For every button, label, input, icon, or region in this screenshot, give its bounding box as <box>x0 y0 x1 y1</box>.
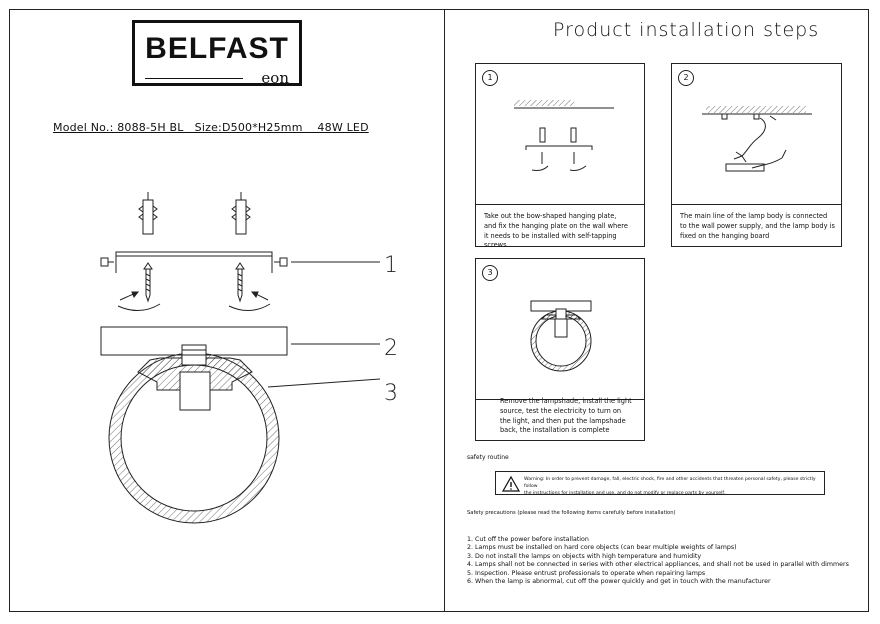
step-3-caption-line: back, the installation is complete <box>500 426 610 435</box>
list-item: 3. Do not install the lamps on objects w… <box>467 552 702 560</box>
list-item: 4. Lamps shall not be connected in serie… <box>467 561 849 569</box>
callout-2: 2 <box>384 336 398 361</box>
warning-icon <box>501 475 521 492</box>
step-2-caption-line: fixed on the hanging board <box>680 231 770 240</box>
step-1-number: 1 <box>482 70 498 86</box>
screw-left <box>143 262 153 303</box>
model-line: Model No.: 8088-5H BL Size:D500*H25mm 48… <box>53 121 369 134</box>
brand-name: BELFAST <box>145 32 289 65</box>
step-2-caption-line: to the wall power supply, and the lamp b… <box>680 221 835 230</box>
step-1-caption-rule <box>476 204 644 205</box>
step-1-illustration <box>514 100 614 171</box>
step-2-caption-rule <box>672 204 841 205</box>
step-3-illustration <box>530 300 592 372</box>
callout-3-leader <box>267 378 381 388</box>
ring-lamp <box>108 344 280 524</box>
step-1-caption-line: it needs to be installed with self-tappi… <box>484 231 617 250</box>
step-2-number: 2 <box>678 70 694 86</box>
logo-rule <box>145 78 243 79</box>
wall-anchor-right <box>231 192 251 235</box>
warning-line: the instructions for installation and us… <box>524 491 726 496</box>
list-item: 1. Cut off the power before installation <box>467 536 589 543</box>
warning-line: Warning: In order to prevent damage, fal… <box>524 477 816 489</box>
list-item: 2. Lamps must be installed on hard core … <box>467 544 737 552</box>
safety-routine-label: safety routine <box>467 454 509 461</box>
step-3-caption-line: Remove the lampshade, install the light <box>500 397 632 405</box>
step-3-caption-rule <box>476 399 644 400</box>
step-1-caption-line: Take out the bow-shaped hanging plate, <box>484 212 617 220</box>
warning-text: Warning: In order to prevent damage, fal… <box>524 476 820 497</box>
exploded-view-diagram: 1 2 3 <box>100 192 398 524</box>
wall-anchor-left <box>138 192 158 235</box>
rotate-arrow-right <box>228 291 271 311</box>
page-title: Product installation steps <box>553 19 820 41</box>
warning-box: Warning: In order to prevent damage, fal… <box>495 471 825 497</box>
page-frame <box>9 9 869 612</box>
step-2-caption: The main line of the lamp body is connec… <box>680 212 835 241</box>
page-divider <box>444 9 445 612</box>
list-item: 5. Inspection. Please entrust profession… <box>467 569 706 577</box>
step-2-panel: 2 The main line of the lamp body is conn… <box>671 63 842 247</box>
brand-logo: BELFAST eon <box>132 20 302 87</box>
callout-1: 1 <box>384 253 398 278</box>
step-3-number: 3 <box>482 265 498 281</box>
hanging-plate <box>115 251 273 273</box>
side-screw-left <box>100 257 114 267</box>
step-3-caption-line: source, test the electricity to turn on <box>500 406 622 415</box>
step-1-panel: 1 Take out the bow-shaped hanging plate,… <box>475 63 645 249</box>
brand-sub: eon <box>261 69 289 87</box>
step-3-panel: 3 Remove the lampshade, install the ligh… <box>475 258 645 441</box>
step-3-caption-line: the light, and then put the lampshade <box>500 416 626 425</box>
list-item: 6. When the lamp is abnormal, cut off th… <box>467 578 771 586</box>
step-2-illustration <box>702 106 812 172</box>
callout-3: 3 <box>384 381 398 406</box>
step-1-caption-line: and fix the hanging plate on the wall wh… <box>484 221 628 230</box>
side-screw-right <box>274 257 288 267</box>
screw-right <box>235 262 245 303</box>
step-3-caption: Remove the lampshade, install the light … <box>500 397 638 436</box>
step-2-caption-line: The main line of the lamp body is connec… <box>680 212 828 220</box>
precautions-title: Safety precautions (please read the foll… <box>467 510 676 516</box>
step-1-caption: Take out the bow-shaped hanging plate, a… <box>484 212 638 251</box>
rotate-arrow-left <box>117 291 161 311</box>
precautions-list: 1. Cut off the power before installation… <box>467 536 849 586</box>
